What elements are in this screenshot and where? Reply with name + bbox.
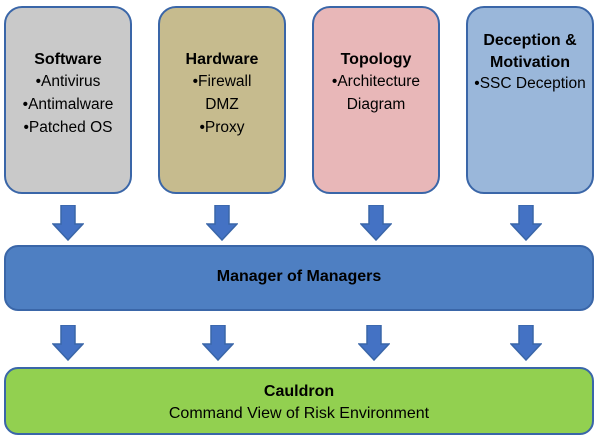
cauldron-title: Cauldron [263, 383, 335, 400]
cauldron-subtitle: Command View of Risk Environment [168, 405, 430, 422]
software-items: •Antivirus •Antimalware •Patched OS [6, 70, 130, 139]
down-arrow-icon [358, 325, 390, 361]
software-title: Software [34, 51, 102, 68]
cauldron-box: Cauldron Command View of Risk Environmen… [4, 367, 594, 435]
down-arrow-icon [202, 325, 234, 361]
deception-motivation-title: Deception & Motivation [483, 32, 577, 71]
down-arrow-icon [510, 325, 542, 361]
hardware-item: DMZ [205, 96, 239, 113]
hardware-item: •Proxy [199, 119, 245, 136]
hardware-box: Hardware •Firewall DMZ •Proxy [158, 6, 286, 194]
deception-motivation-box: Deception & Motivation •SSC Deception [466, 6, 594, 194]
deception-motivation-item: •SSC Deception [474, 75, 586, 92]
software-box: Software •Antivirus •Antimalware •Patche… [4, 6, 132, 194]
deception-motivation-items: •SSC Deception [468, 74, 592, 94]
hardware-item: •Firewall [192, 73, 252, 90]
software-item: •Antivirus [35, 73, 101, 90]
topology-items: •Architecture Diagram [314, 70, 438, 116]
manager-of-managers-box: Manager of Managers [4, 245, 594, 311]
software-item: •Antimalware [22, 96, 114, 113]
down-arrow-icon [206, 205, 238, 241]
hardware-items: •Firewall DMZ •Proxy [160, 70, 284, 139]
down-arrow-icon [52, 205, 84, 241]
manager-of-managers-title: Manager of Managers [216, 268, 382, 285]
down-arrow-icon [360, 205, 392, 241]
down-arrow-icon [52, 325, 84, 361]
software-item: •Patched OS [23, 119, 113, 136]
topology-box: Topology •Architecture Diagram [312, 6, 440, 194]
hardware-title: Hardware [185, 51, 259, 68]
down-arrow-icon [510, 205, 542, 241]
topology-title: Topology [340, 51, 412, 68]
topology-item: •Architecture Diagram [331, 73, 421, 113]
